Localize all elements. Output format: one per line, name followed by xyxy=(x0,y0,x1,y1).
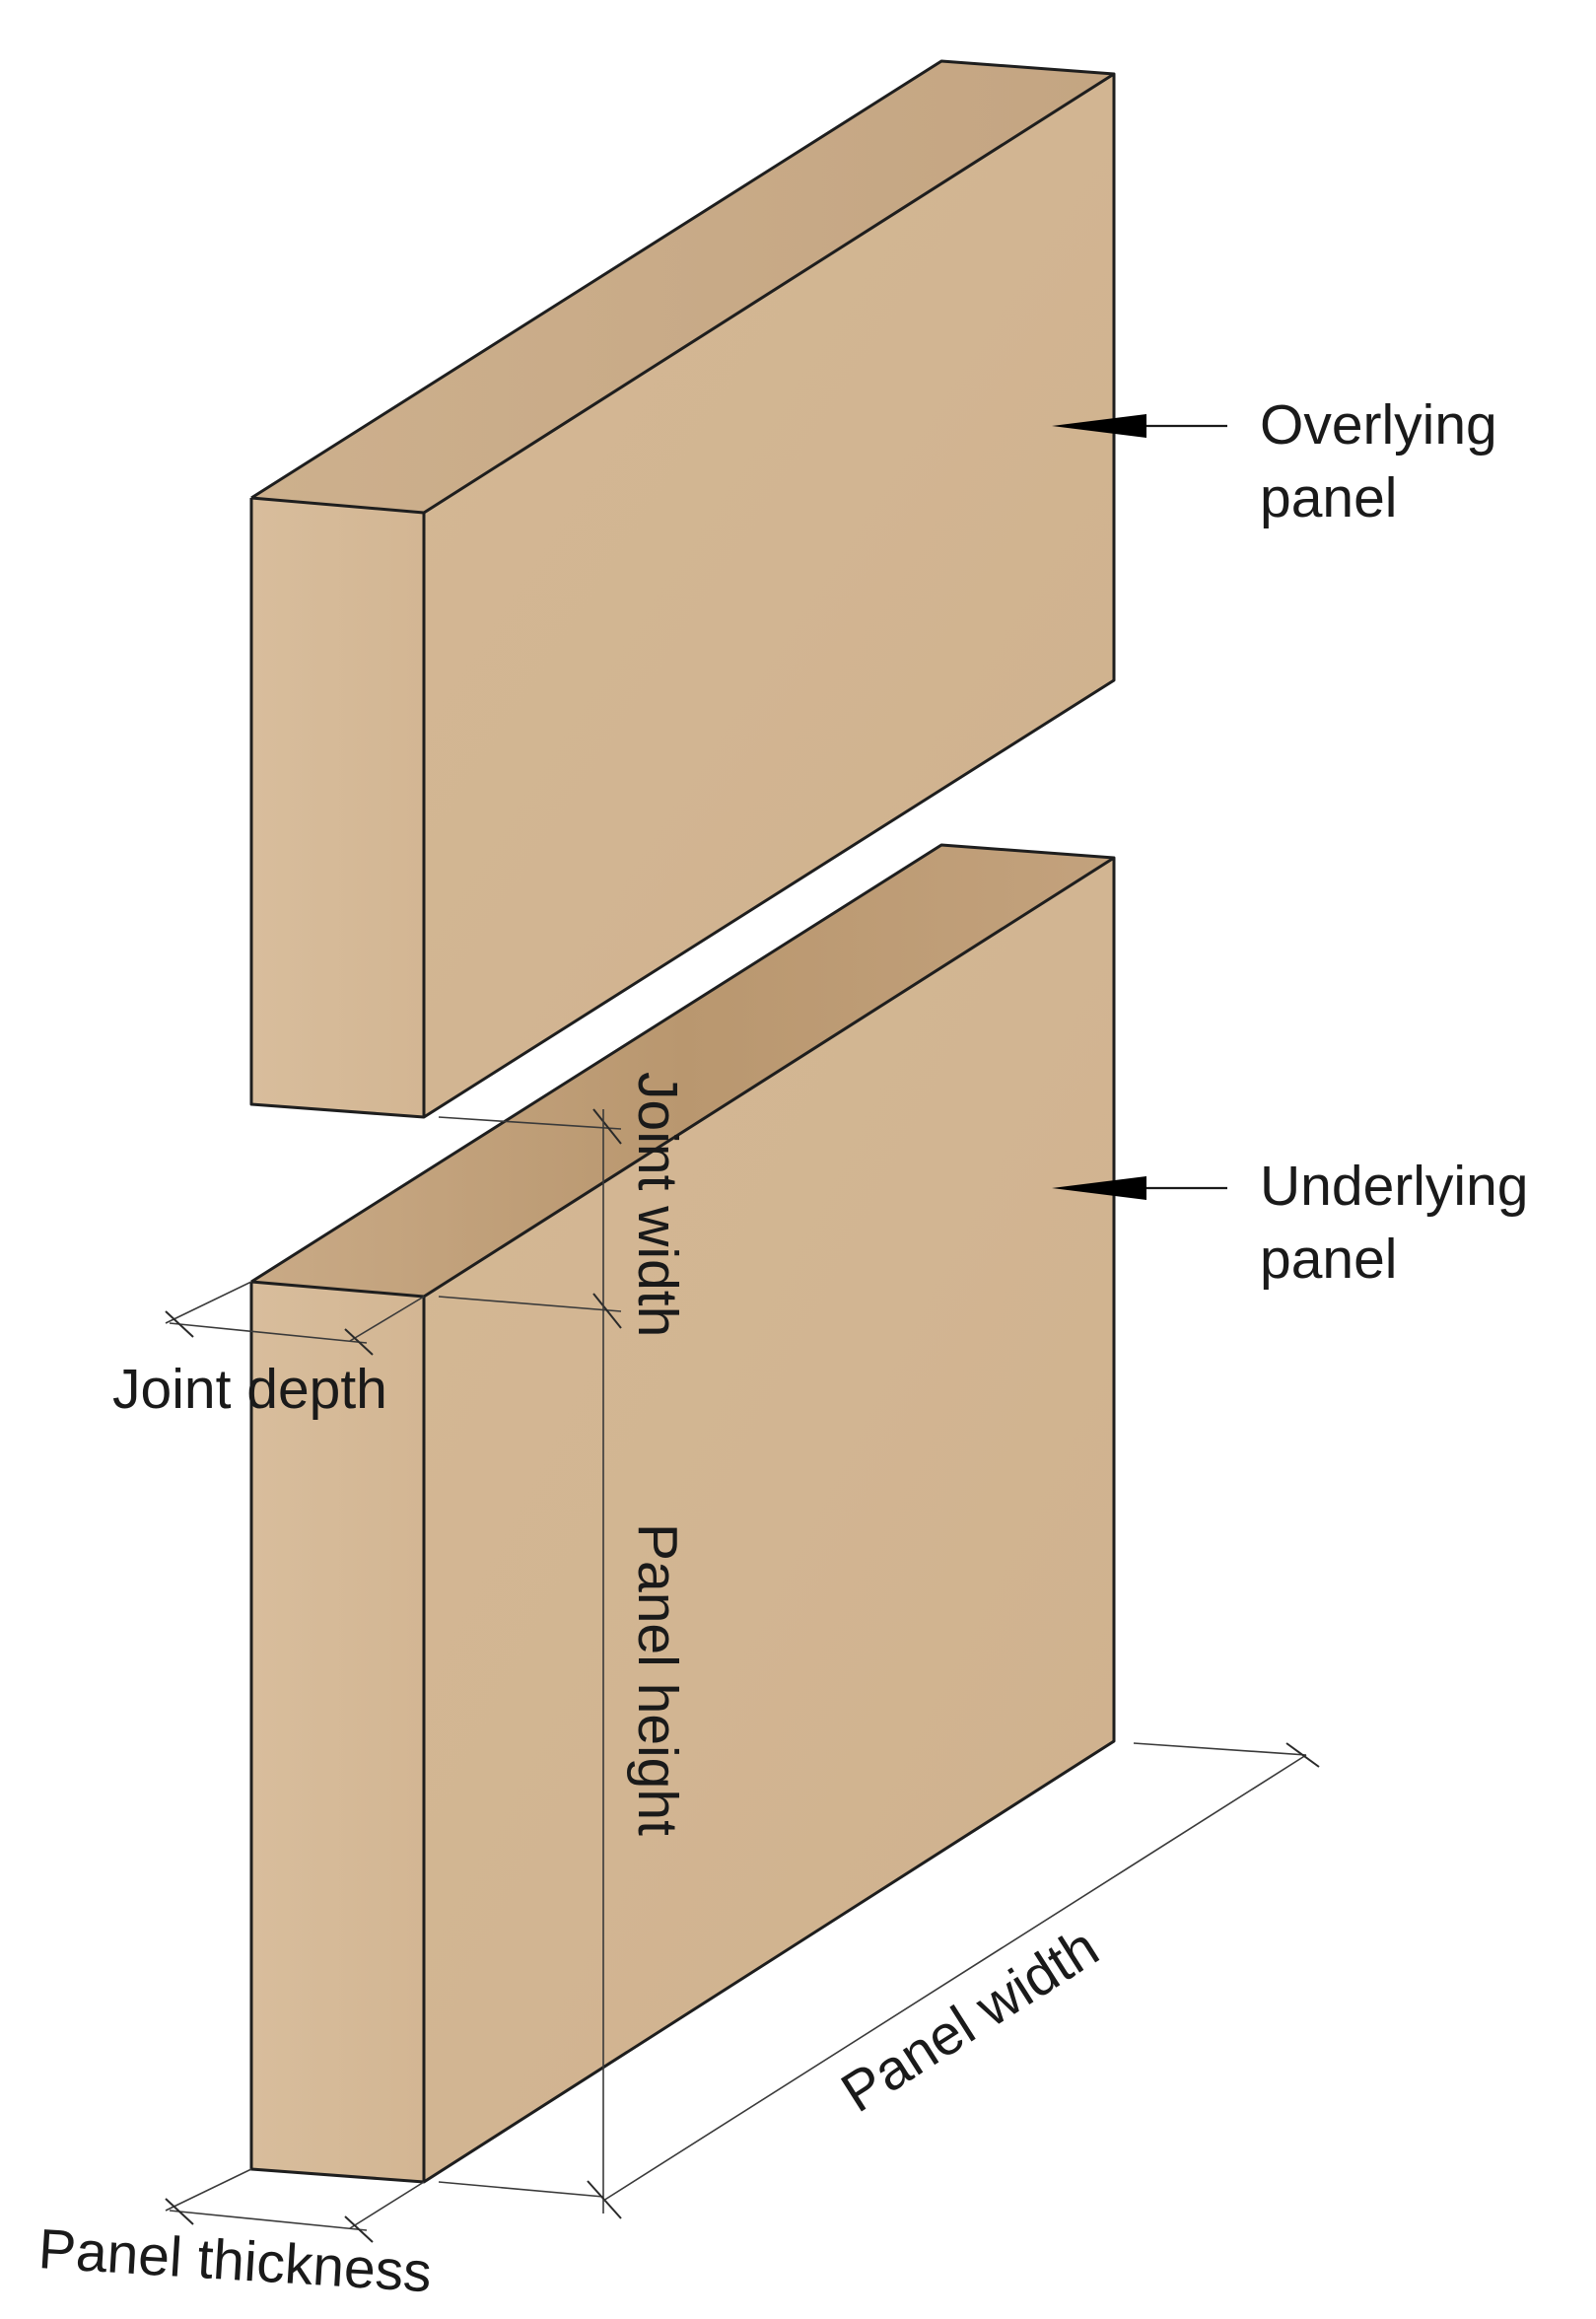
panel-thickness-dimension xyxy=(165,2168,425,2243)
underlying-callout-arrow xyxy=(1052,1176,1227,1200)
overlying-panel xyxy=(249,59,1116,1119)
overlying-panel-top-face xyxy=(251,61,1114,513)
underlying-panel-label-line2: panel xyxy=(1260,1228,1397,1291)
overlying-panel-label-line2: panel xyxy=(1260,466,1397,529)
overlying-panel-side-face xyxy=(251,498,424,1117)
underlying-panel-side-face xyxy=(251,1282,424,2182)
joint-width-dimension xyxy=(438,1108,622,1329)
panel-width-label: Panel width xyxy=(831,1916,1110,2125)
panel-width-dimension xyxy=(602,1742,1320,2202)
joint-depth-label: Joint depth xyxy=(112,1358,387,1421)
panel-height-label: Panel height xyxy=(626,1523,689,1836)
panel-thickness-label: Panel thickness xyxy=(36,2217,433,2304)
joint-width-label: Joint width xyxy=(626,1072,689,1337)
underlying-panel-top-face xyxy=(251,845,1114,1297)
overlying-panel-front-face xyxy=(424,74,1114,1117)
underlying-panel-label-line1: Underlying xyxy=(1260,1155,1528,1218)
joint-depth-dimension xyxy=(165,1281,425,1356)
underlying-panel-label: Underlying panel xyxy=(1260,1155,1544,1291)
overlying-panel-label: Overlying panel xyxy=(1260,393,1513,529)
overlying-callout-arrow xyxy=(1052,414,1227,438)
overlying-panel-label-line1: Overlying xyxy=(1260,393,1497,457)
